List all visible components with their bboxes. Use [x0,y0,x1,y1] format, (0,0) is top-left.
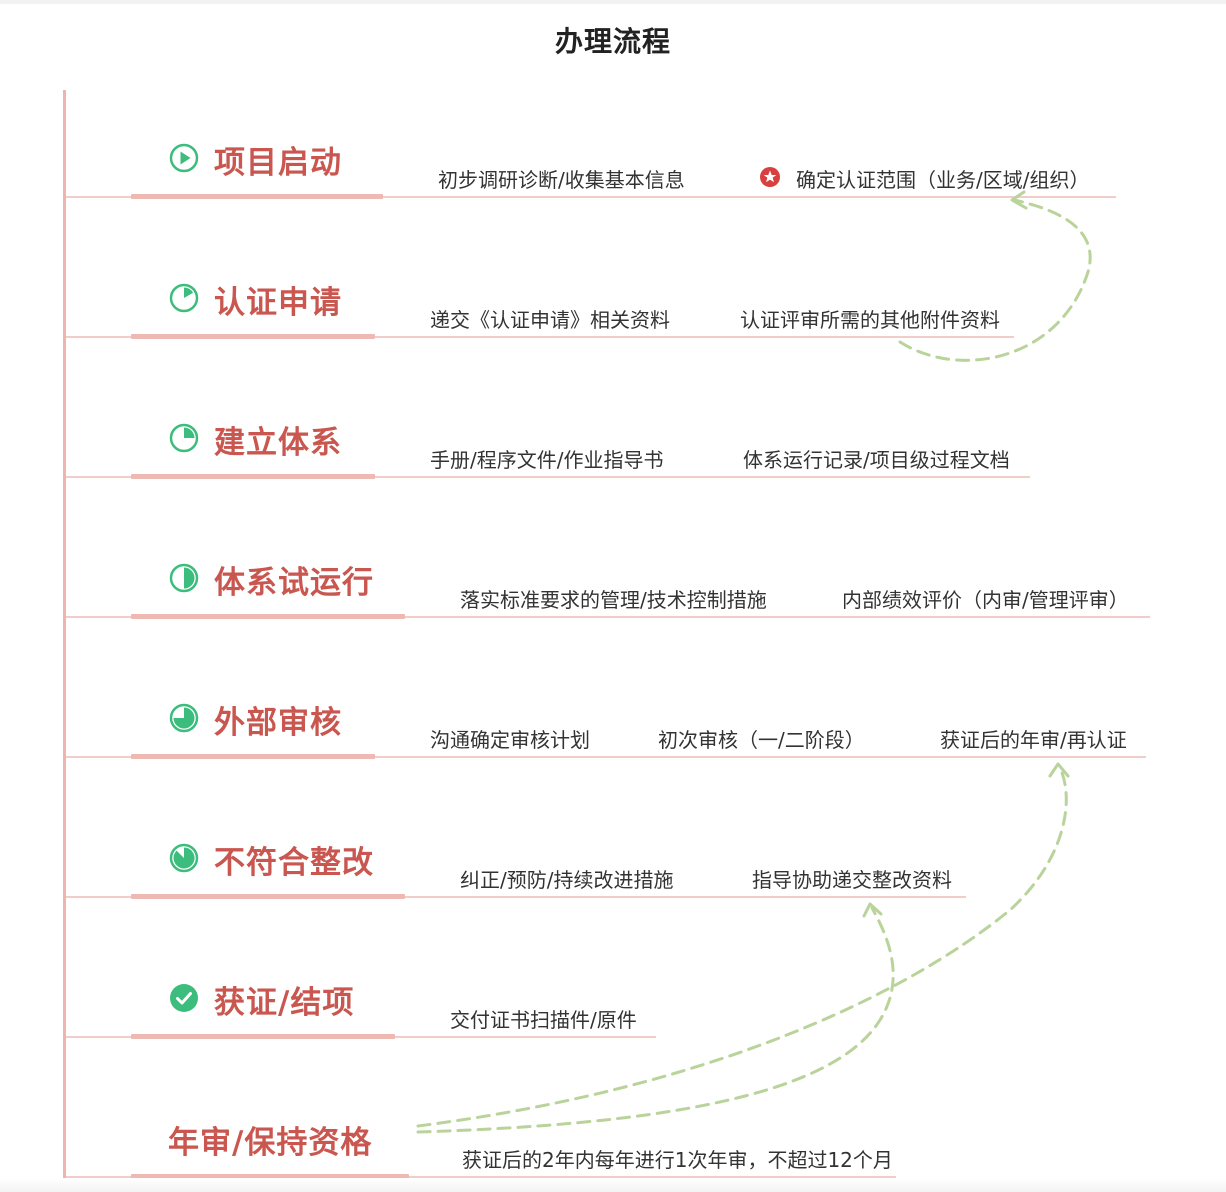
step-divider [66,756,1146,758]
step-7: 获证/结项 交付证书扫描件/原件 [0,840,1226,1039]
step-divider [66,476,1030,478]
step-underline [131,1174,409,1179]
progress-pie-icon [168,702,200,734]
step-item: 确定认证范围（业务/区域/组织） [796,168,1090,192]
step-title: 获证/结项 [214,985,355,1021]
step-item: 体系运行记录/项目级过程文档 [743,448,1010,472]
step-title: 项目启动 [214,145,342,181]
step-item: 初次审核（一/二阶段） [658,728,865,752]
step-item: 初步调研诊断/收集基本信息 [438,168,685,192]
step-divider [66,336,1014,338]
step-item: 获证后的年审/再认证 [940,728,1127,752]
progress-pie-icon [168,562,200,594]
step-title: 体系试运行 [214,565,374,601]
step-divider [66,196,1116,198]
step-divider [66,616,1150,618]
top-bar [0,0,1226,4]
step-item: 递交《认证申请》相关资料 [430,308,670,332]
progress-pie-icon [168,282,200,314]
step-3: 建立体系 手册/程序文件/作业指导书 体系运行记录/项目级过程文档 [0,280,1226,479]
step-title: 外部审核 [214,705,342,741]
step-2: 认证申请 递交《认证申请》相关资料 认证评审所需的其他附件资料 [0,140,1226,339]
progress-pie-icon [168,422,200,454]
step-title: 认证申请 [214,285,342,321]
play-circle-icon [168,142,200,174]
step-item: 获证后的2年内每年进行1次年审，不超过12个月 [462,1148,893,1172]
step-5: 外部审核 沟通确定审核计划 初次审核（一/二阶段） 获证后的年审/再认证 [0,560,1226,759]
timeline-trunk [63,90,66,1178]
step-underline [131,614,405,619]
step-item: 沟通确定审核计划 [430,728,590,752]
step-6: 不符合整改 纠正/预防/持续改进措施 指导协助递交整改资料 [0,700,1226,899]
footer-fade [0,1178,1226,1192]
step-4: 体系试运行 落实标准要求的管理/技术控制措施 内部绩效评价（内审/管理评审） [0,420,1226,619]
step-item: 内部绩效评价（内审/管理评审） [842,588,1129,612]
step-underline [131,194,383,199]
step-underline [131,1034,395,1039]
step-underline [131,334,375,339]
step-item: 手册/程序文件/作业指导书 [430,448,664,472]
step-underline [131,474,375,479]
step-8: 年审/保持资格 获证后的2年内每年进行1次年审，不超过12个月 [0,980,1226,1179]
step-title: 不符合整改 [214,845,374,881]
check-circle-icon [168,982,200,1014]
step-underline [131,894,405,899]
step-1: 项目启动 初步调研诊断/收集基本信息 确定认证范围（业务/区域/组织） [0,0,1226,199]
progress-pie-icon [168,842,200,874]
step-title: 建立体系 [214,425,342,461]
step-underline [131,754,375,759]
page-title: 办理流程 [554,25,671,58]
step-divider [66,1176,896,1178]
star-icon [759,166,781,188]
step-item: 落实标准要求的管理/技术控制措施 [460,588,767,612]
step-title: 年审/保持资格 [168,1125,373,1161]
